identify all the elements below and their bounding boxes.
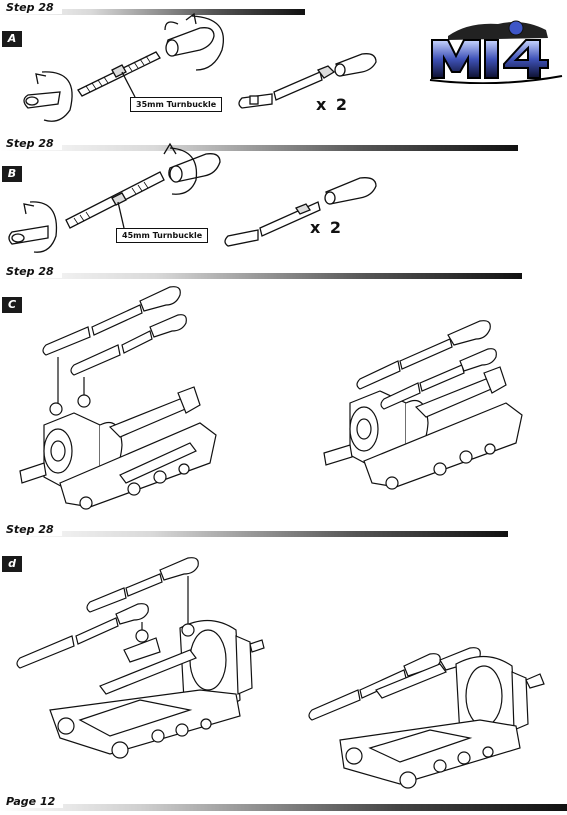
step-label: Step 28 — [6, 1, 62, 14]
front-suspension-linkage-assembly — [19, 286, 523, 510]
section-badge-a: A — [2, 31, 22, 47]
section-badge-c: C — [2, 297, 22, 313]
mi4-logo — [429, 20, 563, 84]
turnbuckle-35mm-exploded — [23, 12, 377, 122]
quantity-x2-b: x 2 — [310, 218, 344, 237]
step-label: Step 28 — [6, 137, 62, 150]
page-number: Page 12 — [6, 795, 64, 808]
section-badge-d: d — [2, 556, 22, 572]
callout-35mm: 35mm Turnbuckle — [130, 97, 223, 112]
step-header-c: Step 28 — [0, 264, 522, 282]
page-footer: Page 12 — [0, 793, 567, 815]
rear-suspension-linkage-assembly — [16, 557, 545, 789]
step-header-b: Step 28 — [0, 136, 518, 154]
turnbuckle-45mm-exploded — [8, 142, 377, 253]
step-label: Step 28 — [6, 265, 62, 278]
step-header-d: Step 28 — [0, 522, 508, 540]
step-label: Step 28 — [6, 523, 62, 536]
section-badge-b: B — [2, 166, 22, 182]
callout-45mm: 45mm Turnbuckle — [116, 228, 209, 243]
quantity-x2-a: x 2 — [316, 95, 350, 114]
step-header-a: Step 28 — [0, 0, 305, 18]
